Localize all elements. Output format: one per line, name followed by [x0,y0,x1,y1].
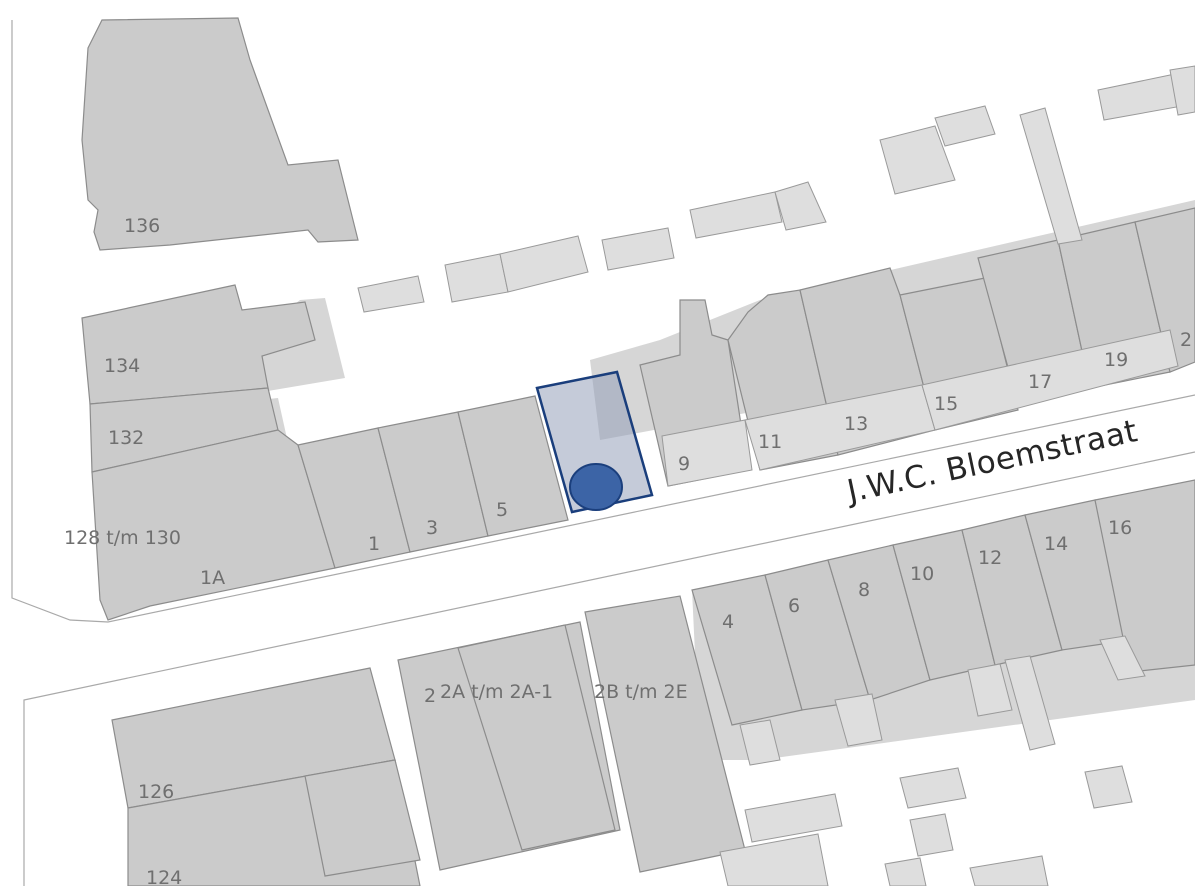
house-number-132: 132 [108,427,144,449]
building-128-130[interactable] [91,429,336,621]
outbuilding-n5 [689,191,783,239]
building-136[interactable] [81,17,359,251]
building-5[interactable] [457,395,569,537]
outbuilding-s9 [909,813,954,857]
house-number-8: 8 [858,579,870,601]
house-number-2a: 2A t/m 2A-1 [440,681,553,703]
building-126-rear[interactable] [304,759,421,877]
house-number-21-partial: 2 [1180,329,1192,351]
outbuilding-n6 [774,181,827,231]
outbuilding-n10 [1097,73,1183,121]
house-number-5: 5 [496,499,508,521]
house-number-128-130: 128 t/m 130 [64,527,181,549]
outbuilding-n9 [1019,107,1083,245]
front-strip-9 [661,419,753,487]
house-number-2: 2 [424,685,436,707]
building-16[interactable] [1094,479,1195,673]
house-number-12: 12 [978,547,1002,569]
outbuilding-n8 [934,105,996,147]
outbuilding-n7 [879,125,956,195]
house-number-124: 124 [146,867,182,886]
selected-plot[interactable] [535,370,654,514]
house-number-15: 15 [934,393,958,415]
house-number-136: 136 [124,215,160,237]
outbuilding-s8 [1084,765,1133,809]
outbuilding-n4 [601,227,675,271]
house-number-1a: 1A [200,567,225,589]
house-number-3: 3 [426,517,438,539]
house-number-19: 19 [1104,349,1128,371]
house-number-2b: 2B t/m 2E [594,681,688,703]
outbuilding-n1 [357,275,425,313]
house-number-1: 1 [368,533,380,555]
front-strip-15-19 [921,329,1179,431]
house-number-14: 14 [1044,533,1068,555]
outbuilding-s5 [1099,635,1146,681]
house-number-126: 126 [138,781,174,803]
house-number-10: 10 [910,563,934,585]
outbuilding-n3 [499,235,589,293]
road-edge-north [11,20,1195,623]
house-number-13: 13 [844,413,868,435]
outbuilding-s3 [967,663,1013,717]
outbuilding-s4 [1004,655,1056,751]
outbuilding-n2 [444,253,509,303]
house-number-16: 16 [1108,517,1132,539]
outbuilding-s6 [744,793,843,843]
road-edge-south [23,451,1195,886]
house-number-17: 17 [1028,371,1052,393]
outbuilding-s10 [719,833,829,886]
outbuilding-s11 [884,857,927,886]
outbuilding-s1 [739,719,781,766]
building-2a[interactable] [457,624,616,851]
building-21[interactable] [1134,207,1195,373]
outbuilding-s2 [834,693,883,747]
house-number-4: 4 [722,611,734,633]
outbuilding-s12 [969,855,1049,886]
house-number-9: 9 [678,453,690,475]
house-number-11: 11 [758,431,782,453]
outbuilding-s7 [899,767,967,809]
house-number-134: 134 [104,355,140,377]
location-marker[interactable] [569,463,623,511]
house-number-6: 6 [788,595,800,617]
outbuilding-n11 [1169,65,1195,116]
